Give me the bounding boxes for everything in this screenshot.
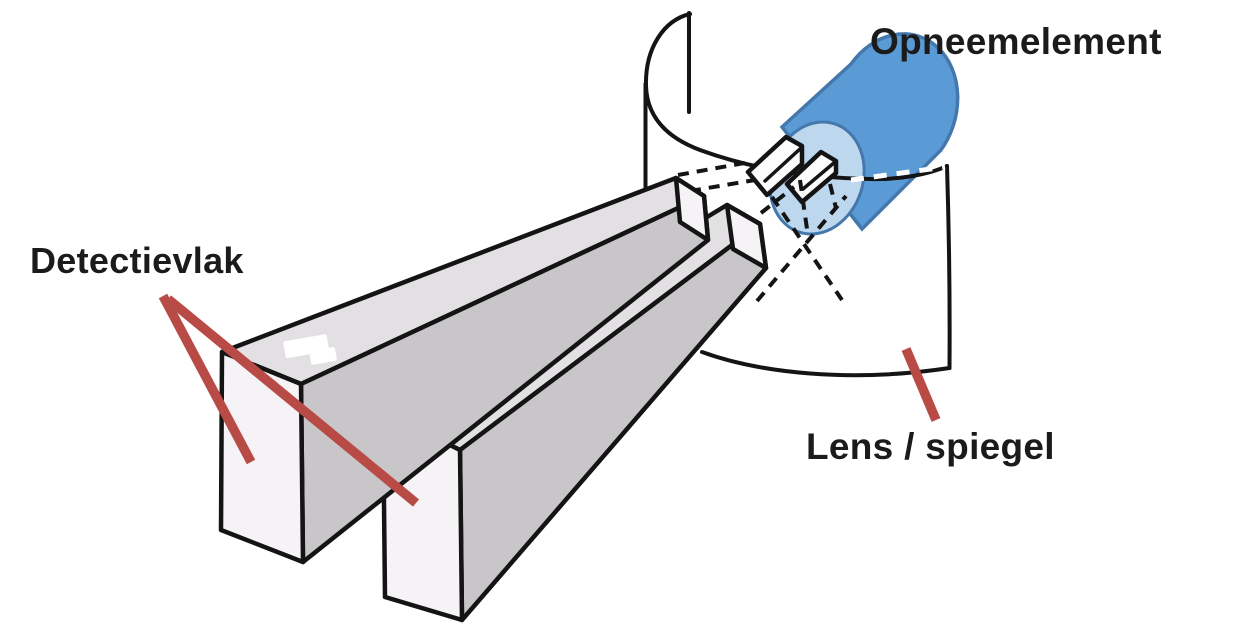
focus-wedge-left-ridge — [763, 146, 803, 183]
annotation-line-lens-spiegel — [901, 347, 941, 422]
dash-diagonal-down — [770, 195, 844, 302]
dash-vertical-left — [798, 179, 809, 230]
focus-wedges — [745, 134, 839, 205]
lens-top-rim-arc — [643, 12, 949, 182]
dash-vertical-right — [828, 183, 838, 209]
dash-upper-beam-top — [677, 160, 751, 177]
label-opneemelement: Opneemelement — [870, 21, 1162, 62]
annotation-line-detectievlak-1 — [158, 293, 256, 465]
beam-left-end-face — [218, 349, 306, 565]
annotation-lines — [158, 293, 941, 507]
detection-beam-left — [218, 175, 711, 565]
label-detectievlak: Detectievlak — [30, 240, 244, 281]
dash-upper-beam-bottom — [689, 178, 756, 193]
beam-left-glare — [283, 334, 337, 365]
lens-right-edge — [945, 164, 952, 370]
beam-left-far-end-face — [673, 175, 711, 243]
hidden-edge-dashes — [677, 160, 848, 303]
annotation-line-detectievlak-2 — [164, 295, 420, 507]
beam-right-far-end-face — [724, 202, 769, 271]
dash-diagonal-up — [755, 194, 848, 303]
dash-lower-beam-top — [759, 185, 796, 215]
focus-wedge-right-ridge — [801, 160, 837, 191]
label-lens-spiegel: Lens / spiegel — [806, 426, 1055, 467]
dash-white-over-cylinder — [850, 164, 946, 183]
focus-wedge-right — [784, 149, 839, 205]
focus-wedge-left — [745, 134, 805, 198]
